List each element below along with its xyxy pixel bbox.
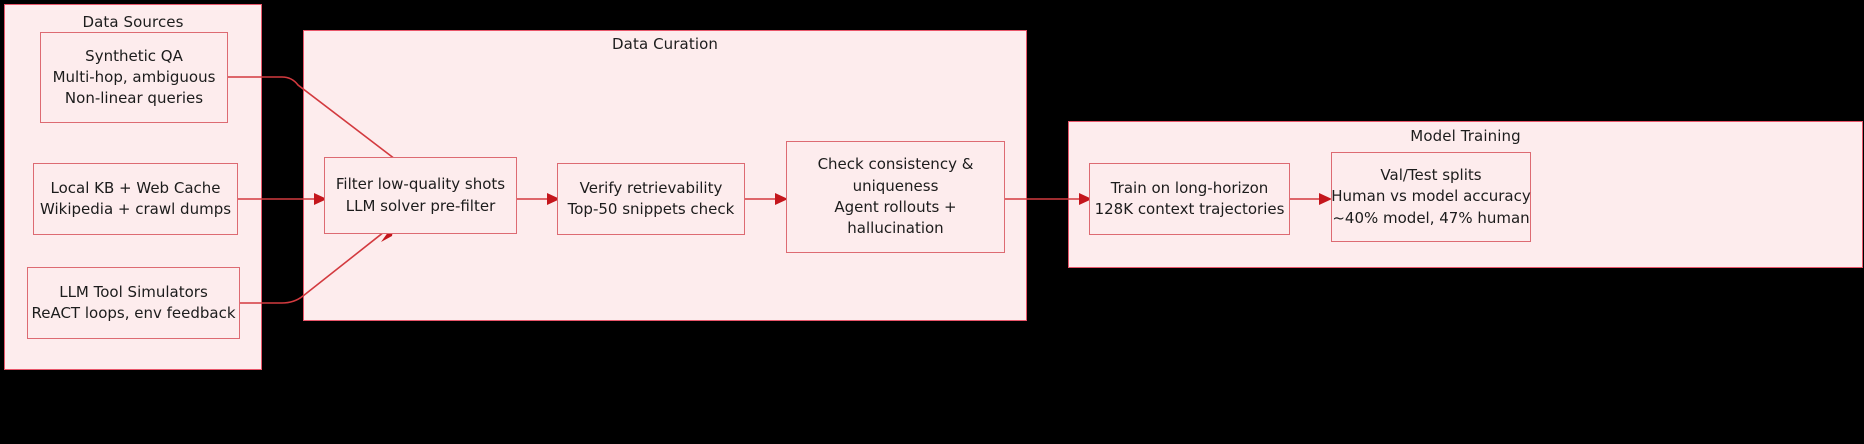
node-synthetic-qa-line-2: Multi-hop, ambiguous (52, 67, 216, 86)
node-local-kb-line-2: Wikipedia + crawl dumps (39, 200, 232, 218)
node-consistency-line-4: hallucination (847, 219, 944, 238)
node-local-kb-web-cache[interactable]: Local KB + Web Cache Wikipedia + crawl d… (33, 163, 238, 235)
node-verify-line-1: Verify retrievability (579, 178, 723, 197)
node-valtest-line-3: ~40% model, 47% human (1332, 208, 1530, 227)
node-train-line-1: Train on long-horizon (1110, 178, 1269, 197)
node-consistency-line-3: Agent rollouts + (834, 198, 957, 216)
node-verify-retrievability[interactable]: Verify retrievability Top-50 snippets ch… (557, 163, 745, 235)
node-llm-tool-simulators[interactable]: LLM Tool Simulators ReACT loops, env fee… (27, 267, 240, 339)
node-valtest-line-1: Val/Test splits (1380, 166, 1482, 185)
cluster-model-training-title: Model Training (1410, 127, 1521, 145)
node-tool-sims-line-1: LLM Tool Simulators (59, 282, 208, 301)
node-verify-line-2: Top-50 snippets check (567, 200, 735, 218)
node-synthetic-qa-line-1: Synthetic QA (85, 46, 183, 65)
node-train-line-2: 128K context trajectories (1094, 200, 1285, 218)
node-synthetic-qa[interactable]: Synthetic QA Multi-hop, ambiguous Non-li… (40, 32, 228, 123)
node-local-kb-line-1: Local KB + Web Cache (50, 178, 221, 197)
node-tool-sims-line-2: ReACT loops, env feedback (31, 304, 236, 322)
node-consistency-line-1: Check consistency & (817, 155, 974, 174)
node-filter-line-2: LLM solver pre-filter (345, 196, 496, 215)
node-filter-line-1: Filter low-quality shots (335, 175, 506, 194)
node-consistency-line-2: uniqueness (852, 176, 939, 195)
cluster-data-curation-title: Data Curation (612, 35, 718, 53)
node-filter-low-quality-shots[interactable]: Filter low-quality shots LLM solver pre-… (324, 157, 517, 234)
node-check-consistency-uniqueness[interactable]: Check consistency & uniqueness Agent rol… (786, 141, 1005, 253)
cluster-data-sources-title: Data Sources (82, 13, 184, 31)
node-train-long-horizon[interactable]: Train on long-horizon 128K context traje… (1089, 163, 1290, 235)
node-valtest-line-2: Human vs model accuracy (1331, 187, 1531, 206)
node-val-test-splits[interactable]: Val/Test splits Human vs model accuracy … (1331, 152, 1531, 242)
node-synthetic-qa-line-3: Non-linear queries (64, 89, 204, 108)
